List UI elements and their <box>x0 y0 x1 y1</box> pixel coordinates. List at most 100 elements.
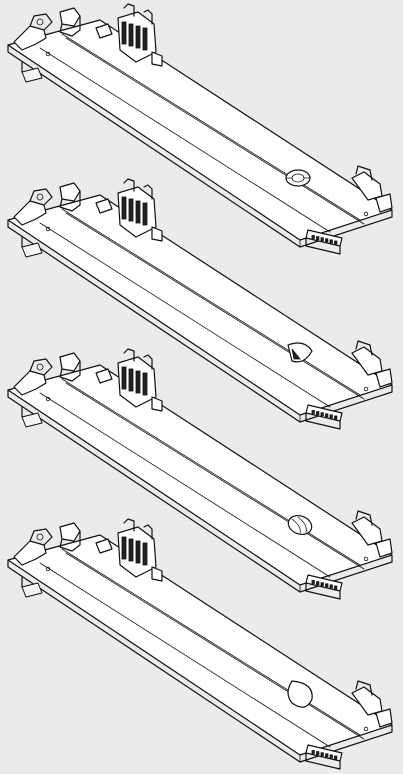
label-plate-marking <box>329 239 333 244</box>
connector-latch <box>143 9 153 25</box>
label-plate-edge <box>305 582 341 600</box>
connector-tab <box>151 51 163 67</box>
label-plate-marking <box>329 754 333 759</box>
right-bracket-foot <box>375 193 393 213</box>
plate-rail <box>39 392 331 578</box>
left-bracket-hook <box>29 188 53 206</box>
left-foot <box>21 412 43 428</box>
bracket-hole <box>36 533 44 541</box>
left-upper-clip-edge <box>59 360 81 382</box>
plate-rail <box>61 378 361 566</box>
label-plate-marking <box>316 411 320 416</box>
label-plate-edge <box>305 412 341 430</box>
plate-rail <box>61 548 361 736</box>
plate-rail <box>65 212 365 400</box>
connector-tab <box>151 226 163 242</box>
right-bracket-hook <box>355 340 373 356</box>
connector-latch <box>123 178 135 192</box>
mounting-plate-assembly <box>7 3 393 255</box>
connector-side-clip <box>95 368 113 384</box>
connector-pin <box>121 366 127 390</box>
connector-pin <box>142 542 148 566</box>
label-plate-marking <box>329 414 333 419</box>
connector-side-clip <box>95 23 113 39</box>
label-plate-marking <box>320 752 324 757</box>
connector-latch <box>143 524 153 540</box>
triangular-recess-shadow <box>291 348 301 360</box>
connector-latch <box>143 354 153 370</box>
connector-latch <box>123 3 135 17</box>
left-upper-clip <box>59 182 81 202</box>
connector-pin <box>128 198 134 222</box>
label-plate-marking <box>334 240 338 245</box>
connector-pin <box>128 538 134 562</box>
connector-pin <box>128 23 134 47</box>
connector-pin <box>135 25 141 49</box>
screw-hole <box>45 51 51 57</box>
label-plate-marking <box>316 236 320 241</box>
screw-hole <box>363 556 369 562</box>
screw-hole <box>363 386 369 392</box>
right-bracket-foot <box>375 538 393 558</box>
screw-hole <box>45 396 51 402</box>
right-bracket-foot <box>375 708 393 728</box>
left-upper-clip <box>59 522 81 542</box>
label-plate-marking <box>320 412 324 417</box>
connector-pin <box>135 540 141 564</box>
bracket-hole <box>36 18 44 26</box>
left-upper-clip-edge <box>59 15 81 37</box>
connector-pin <box>121 196 127 220</box>
left-bracket-hook <box>29 13 53 31</box>
label-plate-marking <box>316 751 320 756</box>
plate-rail <box>65 552 365 740</box>
left-upper-clip <box>59 352 81 372</box>
label-plate-marking <box>334 585 338 590</box>
label-plate-marking <box>311 235 315 239</box>
mounting-plate-assembly <box>7 518 393 770</box>
plate-rail <box>39 47 331 233</box>
plate-rail <box>65 37 365 225</box>
teardrop-opening-icon <box>287 680 313 708</box>
connector-pin <box>142 372 148 396</box>
left-foot <box>21 67 43 83</box>
screw-hole <box>363 211 369 217</box>
label-plate-marking <box>334 755 338 760</box>
label-plate-edge <box>305 752 341 770</box>
plate-rail <box>61 33 361 221</box>
label-plate-marking <box>316 581 320 586</box>
label-plate-marking <box>325 753 329 758</box>
left-foot <box>21 242 43 258</box>
connector-pin <box>135 370 141 394</box>
label-plate-marking <box>329 584 333 589</box>
bracket-hole <box>36 363 44 371</box>
right-bracket-foot <box>375 368 393 388</box>
label-plate-marking <box>311 750 315 754</box>
left-upper-clip-edge <box>59 190 81 212</box>
right-end-bracket <box>351 686 383 716</box>
connector-side-clip <box>95 198 113 214</box>
right-end-bracket <box>351 516 383 546</box>
connector-pin <box>121 536 127 560</box>
right-bracket-hook <box>355 165 373 181</box>
label-plate-marking <box>311 410 315 414</box>
connector-tab <box>151 396 163 412</box>
plate-rail <box>61 208 361 396</box>
connector-latch <box>143 184 153 200</box>
screw-hole <box>363 726 369 732</box>
label-plate-marking <box>334 415 338 420</box>
right-bracket-hook <box>355 680 373 696</box>
bracket-hole <box>36 193 44 201</box>
connector-pin <box>121 21 127 45</box>
label-plate-marking <box>325 583 329 588</box>
oval-recess-rib <box>297 516 307 533</box>
plate-rail <box>39 222 331 408</box>
left-bracket-hook <box>29 528 53 546</box>
screw-hole <box>45 566 51 572</box>
label-plate-marking <box>320 237 324 242</box>
left-upper-clip-edge <box>59 530 81 552</box>
plate-rail <box>39 562 331 748</box>
screw-hole <box>45 226 51 232</box>
right-bracket-hook <box>355 510 373 526</box>
